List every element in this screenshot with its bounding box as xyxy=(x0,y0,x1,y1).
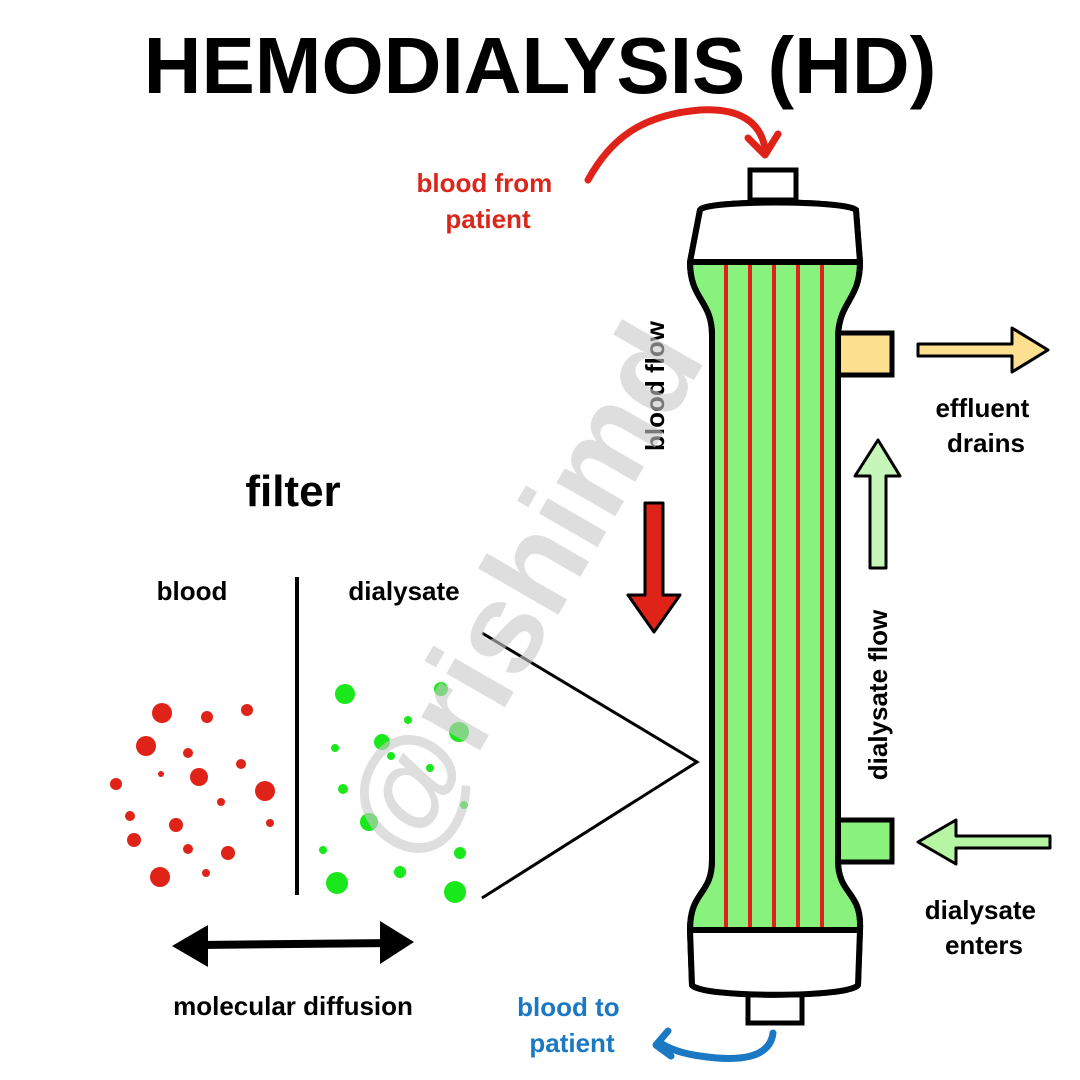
blood-to-patient-label: blood to patient xyxy=(517,992,627,1058)
blood-particle xyxy=(110,778,122,790)
blood-particle xyxy=(136,736,156,756)
effluent-drains-label: effluent drains xyxy=(935,393,1036,458)
top-cap xyxy=(747,167,799,203)
blood-particle xyxy=(125,811,135,821)
molecular-diffusion-label: molecular diffusion xyxy=(173,991,413,1021)
dialysate-particle xyxy=(335,684,355,704)
blood-particle xyxy=(152,703,172,723)
diffusion-arrowhead-right xyxy=(380,921,414,964)
blood-flow-arrow xyxy=(626,501,682,634)
dialysate-particle xyxy=(394,866,406,878)
dialyzer-outline xyxy=(686,199,864,998)
blood-particle xyxy=(201,711,213,723)
blood-in-arrowhead xyxy=(744,130,782,159)
blood-particles xyxy=(110,703,275,887)
blood-particle xyxy=(190,768,208,786)
blood-out-arrowhead xyxy=(652,1027,675,1060)
effluent-arrow xyxy=(916,326,1050,374)
dialysate-enters-label: dialysate enters xyxy=(925,895,1044,960)
dialysate-particle xyxy=(319,846,327,854)
dialysate-particles xyxy=(319,682,469,903)
dialysate-particle xyxy=(338,784,348,794)
blood-particle xyxy=(158,771,164,777)
dialysate-particle xyxy=(460,801,468,809)
dialysate-particle xyxy=(434,682,448,696)
dialysate-particle xyxy=(387,752,395,760)
dialysate-particle xyxy=(374,734,390,750)
blood-particle xyxy=(217,798,225,806)
dialysate-port xyxy=(835,817,895,865)
blood-flow-label: blood flow xyxy=(640,320,670,451)
dialysate-particle xyxy=(426,764,434,772)
dialysate-flow-label: dialysate flow xyxy=(863,609,893,780)
diffusion-arrow xyxy=(172,921,414,967)
blood-particle xyxy=(183,748,193,758)
dialysate-particle xyxy=(449,722,469,742)
dialysate-particle xyxy=(331,744,339,752)
dialysate-flow-arrow xyxy=(853,438,902,570)
blood-fibers xyxy=(724,262,824,930)
blood-particle xyxy=(127,833,141,847)
blood-particle xyxy=(183,844,193,854)
dialyzer xyxy=(686,167,895,1026)
blood-particle xyxy=(266,819,274,827)
effluent-port xyxy=(835,330,895,378)
dialysate-particle xyxy=(454,847,466,859)
diffusion-arrowhead-left xyxy=(172,925,208,967)
dialysate-particle xyxy=(360,813,378,831)
blood-particle xyxy=(255,781,275,801)
dialysate-side-label: dialysate xyxy=(348,576,459,606)
bottom-header xyxy=(692,930,860,995)
top-header xyxy=(690,202,860,262)
blood-out-arrow xyxy=(658,1029,777,1062)
blood-particle xyxy=(150,867,170,887)
diffusion-arrow-shaft xyxy=(199,939,389,949)
blood-particle xyxy=(241,704,253,716)
blood-in-arrow xyxy=(584,106,769,184)
blood-particle xyxy=(236,759,246,769)
title: HEMODIALYSIS (HD) xyxy=(144,21,937,110)
dialysate-particle xyxy=(326,872,348,894)
blood-side-label: blood xyxy=(157,576,228,606)
filter-heading: filter xyxy=(245,467,340,516)
blood-particle xyxy=(202,869,210,877)
zoom-callout-lines xyxy=(481,631,700,900)
blood-particle xyxy=(169,818,183,832)
blood-from-patient-label: blood from patient xyxy=(417,168,560,234)
blood-particle xyxy=(221,846,235,860)
dialysate-particle xyxy=(404,716,412,724)
dialysate-particle xyxy=(444,881,466,903)
dialysate-enters-arrow xyxy=(916,818,1052,866)
